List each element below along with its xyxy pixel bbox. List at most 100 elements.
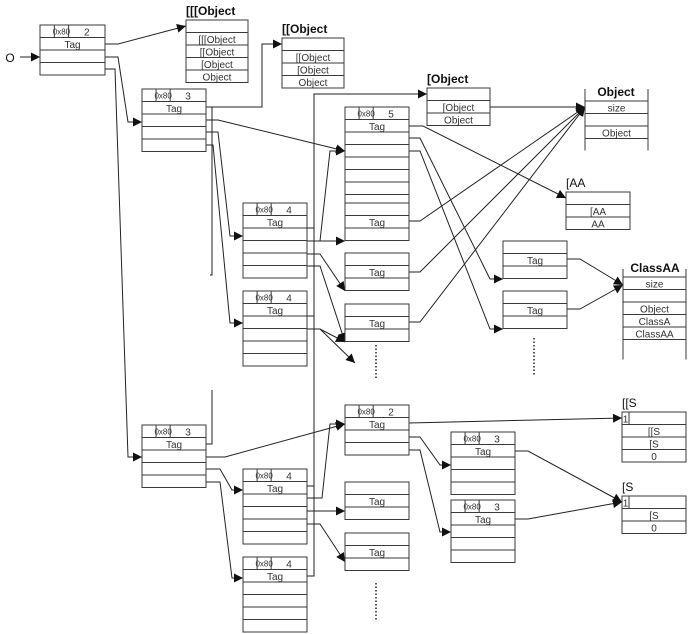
class-row-label: [Object (443, 103, 475, 114)
reference-arrow (206, 119, 346, 154)
reference-count: 4 (286, 560, 292, 571)
class-row-label: [[[Object (198, 35, 235, 46)
slot-row (242, 353, 308, 367)
node-header (39, 24, 106, 38)
array-length: 1 (623, 415, 629, 426)
reference-count: 4 (286, 294, 292, 305)
reference-arrow (105, 23, 187, 45)
class-row (281, 37, 345, 51)
tag-node-aa-1: Tag (502, 240, 568, 279)
reference-count: 3 (185, 92, 191, 103)
class-row-label: [Object (297, 66, 329, 77)
class-row-label: [S (649, 511, 659, 522)
slot-row (344, 429, 410, 443)
reference-arrow (206, 144, 243, 328)
class-row-label: size (646, 280, 664, 291)
header-hex-label: 0x80 (255, 206, 273, 215)
class-node-s2: [[S 1 [[S [S0 (621, 396, 687, 463)
tag-label: Tag (166, 104, 182, 115)
reference-count: 3 (494, 435, 500, 446)
root-reference-label: O (5, 51, 14, 65)
class-title: [[S (622, 396, 637, 410)
slot-row (450, 549, 516, 563)
slot-row (344, 144, 410, 158)
class-row-label: 0 (651, 452, 657, 463)
slot-row (344, 442, 410, 456)
slot-row (344, 227, 410, 241)
slot-row (344, 252, 410, 266)
reference-arrow (515, 450, 623, 503)
array-length: 1 (623, 499, 629, 510)
slot-row (344, 328, 410, 342)
slot-row (242, 493, 308, 507)
slot-row (502, 315, 568, 329)
reference-arrow (307, 253, 346, 292)
tag-label: Tag (369, 218, 385, 229)
reference-arrow (409, 106, 586, 323)
class-row-label: Object (444, 116, 473, 127)
class-row (565, 216, 631, 230)
tag-label: Tag (267, 306, 283, 317)
reference-arrow (408, 413, 623, 424)
slot-row (242, 518, 308, 532)
class-row-label: [[Object (296, 53, 331, 64)
slot-row (141, 113, 207, 127)
class-row (621, 495, 687, 509)
class-row-label: [Object (201, 60, 233, 71)
tag-node-3: Tag (344, 303, 410, 342)
node-header (344, 106, 410, 120)
class-row-label: [S (649, 440, 659, 451)
slot-row (344, 181, 410, 195)
slot-row (242, 227, 308, 241)
slot-row (344, 481, 410, 495)
class-row-label: Object (602, 129, 631, 140)
class-title: ClassAA (630, 261, 680, 275)
class-row (426, 112, 491, 126)
reference-count: 3 (185, 428, 191, 439)
class-link (206, 106, 213, 276)
slot-row (502, 290, 568, 304)
reference-count: 2 (84, 28, 90, 39)
class-row-label: [[S (648, 427, 661, 438)
reference-arrow (409, 436, 451, 470)
reference-arrow (409, 150, 503, 334)
slot-row (344, 532, 410, 546)
slot-row (344, 131, 410, 145)
header-hex-label: 0x80 (255, 560, 273, 569)
class-row (185, 69, 249, 83)
slot-row (242, 594, 308, 608)
tag-label: Tag (166, 440, 182, 451)
reference-count: 4 (286, 472, 292, 483)
slot-row (242, 581, 308, 595)
class-title: [AA (566, 176, 585, 190)
reference-arrow (206, 422, 346, 458)
class-row-label: Object (299, 78, 328, 89)
slot-row (344, 506, 410, 520)
reference-arrow (409, 106, 586, 222)
class-row-label: AA (591, 220, 605, 231)
node-header (344, 404, 410, 418)
slot-row (502, 265, 568, 279)
slot-row (242, 252, 308, 266)
class-title: Object (597, 85, 634, 99)
class-row (621, 449, 687, 463)
tag-label: Tag (267, 484, 283, 495)
tag-node-2: Tag (344, 252, 410, 291)
tag-label: Tag (64, 40, 80, 51)
class-row-label: [[Object (200, 48, 235, 59)
class-row-label: Object (203, 73, 232, 84)
slot-row (242, 340, 308, 354)
tag-label: Tag (369, 497, 385, 508)
node-header (141, 424, 207, 438)
class-title: [[[Object (186, 4, 235, 18)
reference-arrow (105, 68, 142, 462)
reference-count: 5 (388, 110, 394, 121)
